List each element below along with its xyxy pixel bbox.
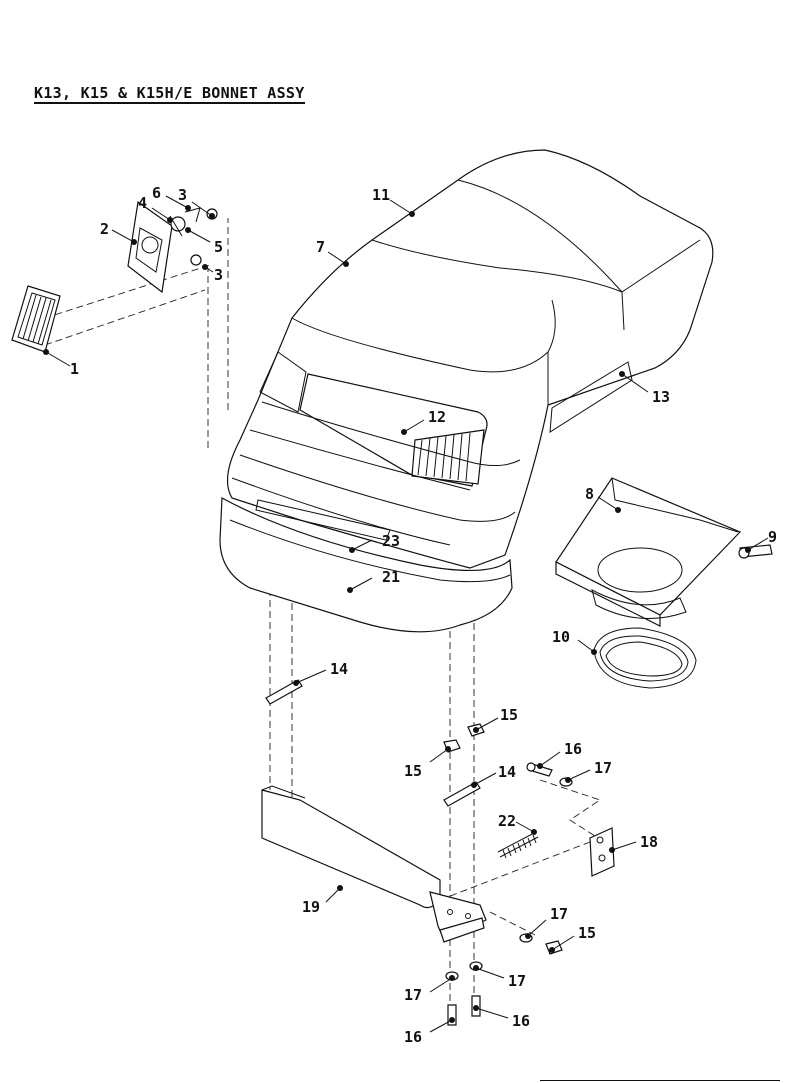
callout-16-top: 16 bbox=[564, 740, 582, 758]
spring-part-22 bbox=[497, 831, 539, 859]
front-support-part-19 bbox=[261, 785, 487, 943]
bracket-part-18 bbox=[589, 827, 615, 877]
callout-labels: 1 2 3 3 4 5 6 7 8 9 10 11 12 13 14 14 15… bbox=[70, 184, 777, 1046]
assembly-lines bbox=[44, 218, 602, 1010]
callout-15-left: 15 bbox=[404, 762, 422, 780]
callout-leaders bbox=[43, 195, 769, 1033]
callout-3-bottom: 3 bbox=[214, 266, 223, 284]
callout-15-bottom: 15 bbox=[578, 924, 596, 942]
callout-23: 23 bbox=[382, 532, 400, 550]
callout-17-right: 17 bbox=[508, 972, 526, 990]
diagram-title: K13, K15 & K15H/E BONNET ASSY bbox=[34, 84, 305, 104]
callout-6: 6 bbox=[152, 184, 161, 202]
callout-19: 19 bbox=[302, 898, 320, 916]
callout-17-top: 17 bbox=[594, 759, 612, 777]
callout-22: 22 bbox=[498, 812, 516, 830]
callout-8: 8 bbox=[585, 485, 594, 503]
callout-17-middle: 17 bbox=[550, 905, 568, 923]
callout-16-right: 16 bbox=[512, 1012, 530, 1030]
callout-7: 7 bbox=[316, 238, 325, 256]
bolt-part-9 bbox=[738, 544, 773, 559]
rubber-pad-part-14-left bbox=[265, 679, 303, 705]
callout-5: 5 bbox=[214, 238, 223, 256]
bonnet-part-7 bbox=[219, 149, 714, 633]
callout-18: 18 bbox=[640, 833, 658, 851]
callout-2: 2 bbox=[100, 220, 109, 238]
grille-part-1 bbox=[11, 285, 61, 353]
callout-11: 11 bbox=[372, 186, 390, 204]
callout-1: 1 bbox=[70, 360, 79, 378]
callout-3-top: 3 bbox=[178, 186, 187, 204]
page-bottom-rule bbox=[540, 1080, 780, 1081]
callout-9: 9 bbox=[768, 528, 777, 546]
lamp-housing-part-2 bbox=[127, 200, 173, 294]
callout-12: 12 bbox=[428, 408, 446, 426]
callout-4: 4 bbox=[138, 194, 147, 212]
rubber-pad-part-14-right bbox=[443, 781, 481, 807]
bolt-part-16 bbox=[447, 762, 553, 1026]
callout-15-top: 15 bbox=[500, 706, 518, 724]
seal-ring-part-10 bbox=[593, 627, 697, 689]
callout-16-left: 16 bbox=[404, 1028, 422, 1046]
callout-10: 10 bbox=[552, 628, 570, 646]
panel-part-8 bbox=[555, 477, 742, 627]
callout-17-left: 17 bbox=[404, 986, 422, 1004]
callout-14-left: 14 bbox=[330, 660, 348, 678]
callout-13: 13 bbox=[652, 388, 670, 406]
callout-21: 21 bbox=[382, 568, 400, 586]
callout-14-right: 14 bbox=[498, 763, 516, 781]
